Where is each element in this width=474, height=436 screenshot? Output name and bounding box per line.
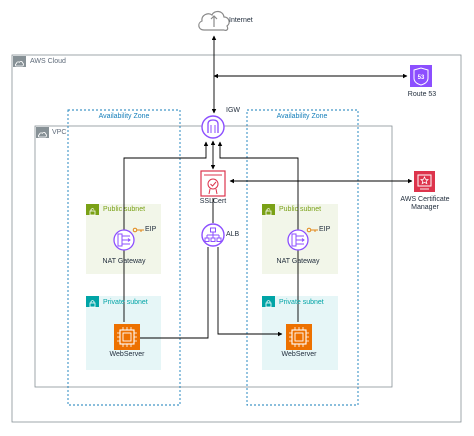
eip-left-label: EIP — [145, 226, 157, 233]
az-right-label: Availability Zone — [276, 113, 328, 120]
availability-zone-left — [67, 109, 181, 406]
webserver-left-label: WebServer — [109, 351, 145, 358]
eip-right-label: EIP — [319, 226, 331, 233]
nat-gateway-left-label: NAT Gateway — [102, 258, 146, 265]
igw-label: IGW — [226, 107, 240, 114]
public-subnet-right-label: Public subnet — [279, 206, 322, 213]
private-subnet-right-lock-icon — [262, 296, 275, 308]
sslcert-label: SSLCert — [199, 198, 227, 205]
availability-zone-right — [246, 109, 359, 406]
alb-label: ALB — [226, 231, 240, 238]
webserver-right-icon — [286, 324, 312, 350]
vpc-header-icon — [36, 127, 49, 138]
eip-left-key-icon — [132, 227, 144, 233]
aws-cloud-group — [11, 54, 462, 423]
aws-cloud-header-icon — [13, 56, 26, 67]
internet-label: Internet — [229, 17, 253, 24]
vpc-label: VPC — [52, 129, 67, 136]
private-subnet-right-label: Private subnet — [279, 299, 324, 306]
acm-icon — [414, 171, 435, 192]
webserver-right-label: WebServer — [281, 351, 317, 358]
public-subnet-right-lock-icon — [262, 204, 275, 216]
connectors — [123, 35, 413, 341]
internet-cloud-icon — [198, 10, 230, 31]
nat-left-igw-link — [123, 141, 209, 232]
nat-gateway-right-icon — [287, 229, 309, 251]
alb-icon — [201, 223, 225, 247]
aws-cloud-label: AWS Cloud — [30, 58, 66, 65]
az-left-label: Availability Zone — [98, 113, 150, 120]
route53-icon: 53 — [410, 65, 432, 87]
nat-gateway-right-label: NAT Gateway — [276, 258, 320, 265]
nat-right-igw-link — [217, 141, 299, 232]
nat-gateway-left-icon — [113, 229, 135, 251]
public-subnet-left-label: Public subnet — [103, 206, 146, 213]
alb-webserver-right-link — [217, 247, 283, 337]
private-subnet-left-label: Private subnet — [103, 299, 148, 306]
public-subnet-left-lock-icon — [86, 204, 99, 216]
igw-icon — [201, 115, 225, 139]
route53-glyph: 53 — [418, 75, 425, 81]
alb-webserver-left-link — [135, 247, 209, 341]
eip-right-key-icon — [306, 227, 318, 233]
acm-label: AWS Certificate Manager — [400, 196, 450, 211]
webserver-left-icon — [114, 324, 140, 350]
route53-label: Route 53 — [407, 91, 437, 98]
private-subnet-left-lock-icon — [86, 296, 99, 308]
sslcert-icon — [200, 170, 226, 197]
